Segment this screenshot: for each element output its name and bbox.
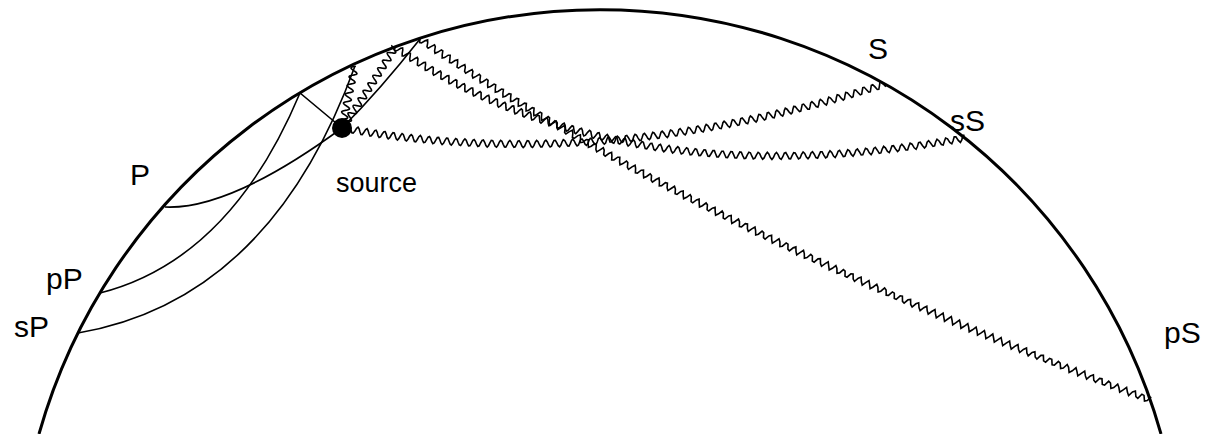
s-wave-rays	[340, 39, 1151, 401]
s-wave-ray	[420, 39, 1152, 401]
earth-surface	[39, 10, 1161, 434]
phase-label: P	[130, 160, 150, 190]
phase-label: S	[868, 34, 888, 64]
p-ray	[165, 128, 342, 207]
phase-label: sP	[14, 312, 49, 342]
pp-ray	[100, 93, 342, 293]
phase-label: sS	[950, 106, 985, 136]
sp-ray	[78, 66, 355, 333]
phase-label: pP	[46, 264, 83, 294]
source-label: source	[336, 170, 417, 197]
phase-label: pS	[1164, 318, 1201, 348]
s-wave-ray	[342, 45, 396, 128]
source-dot	[332, 118, 352, 138]
